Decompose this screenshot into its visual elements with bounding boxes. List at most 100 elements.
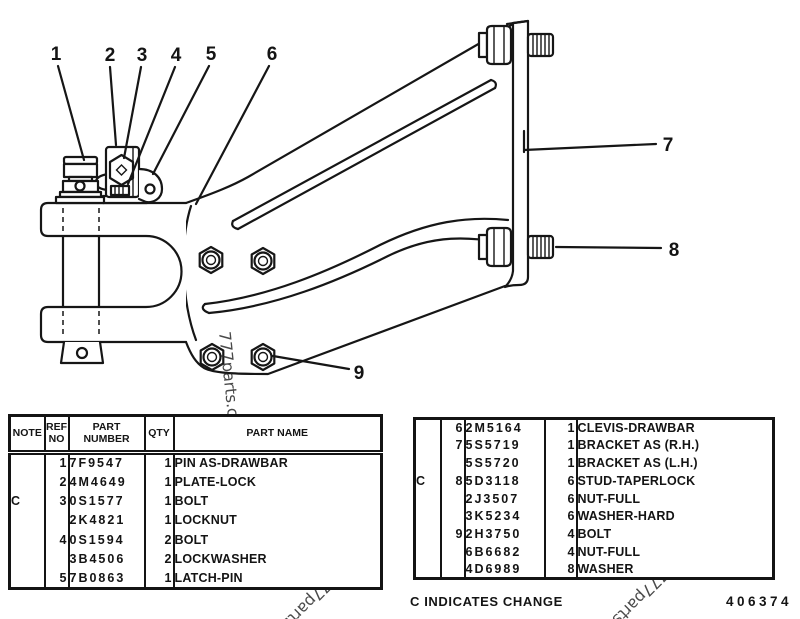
col-header-ref: REF NO xyxy=(43,415,69,455)
cell-part-name: BOLT xyxy=(575,525,774,544)
cell-qty: 1 xyxy=(543,436,577,455)
cell-qty: 1 xyxy=(143,471,174,492)
table-row: 3K5234 6 WASHER-HARD xyxy=(415,507,774,526)
callout-6: 6 xyxy=(267,44,278,65)
cell-note xyxy=(10,569,45,588)
table-row: 7 5S5719 1 BRACKET AS (R.H.) xyxy=(415,436,774,455)
callout-2: 2 xyxy=(105,45,116,66)
cell-part-number: 7F9547 xyxy=(67,452,145,472)
callout-7: 7 xyxy=(663,135,674,156)
change-note: C INDICATES CHANGE xyxy=(410,594,563,609)
callout-8: 8 xyxy=(669,240,680,261)
leader-line-9 xyxy=(271,354,351,371)
cell-ref-no xyxy=(439,454,465,472)
cell-qty: 1 xyxy=(143,568,174,589)
cell-note: C xyxy=(416,473,426,488)
table-row: 2K4821 1 LOCKNUT xyxy=(10,510,382,531)
cell-ref-no xyxy=(43,510,69,531)
leader-lines xyxy=(56,64,663,371)
cell-note xyxy=(10,472,45,491)
cell-qty: 1 xyxy=(143,491,174,511)
callout-4: 4 xyxy=(171,45,182,66)
cell-ref-no: 3 xyxy=(43,491,69,511)
cell-ref-no: 1 xyxy=(43,452,69,472)
table-row: C 3 0S1577 1 BOLT xyxy=(10,491,382,511)
cell-ref-no xyxy=(439,507,465,526)
cell-note xyxy=(415,525,441,543)
leader-line-2 xyxy=(108,65,118,147)
cell-part-number: 4D6989 xyxy=(463,560,545,579)
cell-part-name: STUD-TAPERLOCK xyxy=(575,471,774,490)
table-row: 9 2H3750 4 BOLT xyxy=(415,525,774,544)
callout-3: 3 xyxy=(137,45,148,66)
leader-line-7 xyxy=(522,129,658,154)
cell-ref-no xyxy=(439,560,465,579)
table-row: 4D6989 8 WASHER xyxy=(415,560,774,579)
col-header-qty: QTY xyxy=(143,415,174,455)
cell-note xyxy=(415,436,441,454)
left-parts-table: NOTE REF NO PART NUMBER QTY PART NAME 1 … xyxy=(8,414,383,590)
cell-part-number: 2J3507 xyxy=(463,489,545,508)
callout-9: 9 xyxy=(354,363,365,384)
cell-part-name: LOCKWASHER xyxy=(172,549,382,569)
latch-pin-assembly xyxy=(54,145,164,205)
mounting-plate xyxy=(503,19,530,289)
cell-qty: 1 xyxy=(543,418,577,437)
cell-qty: 4 xyxy=(543,525,577,544)
leader-line-1 xyxy=(56,64,86,162)
cell-qty: 2 xyxy=(143,530,174,550)
callout-labels: 1 2 3 4 5 6 7 8 9 xyxy=(51,44,680,384)
cell-part-number: 2M5164 xyxy=(463,418,545,437)
cell-note xyxy=(415,490,441,508)
table-row: 2J3507 6 NUT-FULL xyxy=(415,489,774,508)
leader-line-4 xyxy=(126,65,177,186)
cell-part-name: LOCKNUT xyxy=(172,510,382,531)
table-row: 1 7F9547 1 PIN AS-DRAWBAR xyxy=(10,452,382,472)
cell-ref-no: 7 xyxy=(439,436,465,455)
bracket-body xyxy=(182,22,515,376)
hex-bolt xyxy=(250,342,276,372)
cell-part-number: 3K5234 xyxy=(463,507,545,526)
cell-part-name: PLATE-LOCK xyxy=(172,471,382,492)
col-header-part-name: PART NAME xyxy=(172,415,382,455)
cell-ref-no: 9 xyxy=(439,525,465,544)
stud-nut-upper xyxy=(477,24,555,66)
right-parts-table: 6 2M5164 1 CLEVIS-DRAWBAR 7 5S5719 1 BRA… xyxy=(413,417,775,581)
cell-part-name: BOLT xyxy=(172,491,382,511)
face-bolts xyxy=(198,245,276,372)
cell-part-number: 2K4821 xyxy=(67,510,145,531)
cell-part-number: 5S5719 xyxy=(463,436,545,455)
cell-note xyxy=(415,561,441,579)
hex-bolt xyxy=(250,246,276,276)
table-header-row: NOTE REF NO PART NUMBER QTY PART NAME xyxy=(9,415,382,455)
table-row: 5 7B0863 1 LATCH-PIN xyxy=(10,568,382,589)
cell-part-name: BRACKET AS (L.H.) xyxy=(575,454,774,472)
hex-bolt xyxy=(198,245,224,275)
cell-ref-no xyxy=(439,489,465,508)
table-row: 2 4M4649 1 PLATE-LOCK xyxy=(10,471,382,492)
callout-1: 1 xyxy=(51,44,62,65)
cell-note: C xyxy=(11,493,21,508)
cell-qty: 4 xyxy=(543,543,577,561)
hex-bolt xyxy=(199,342,225,372)
cell-part-name: LATCH-PIN xyxy=(172,568,382,589)
cell-part-number: 7B0863 xyxy=(67,568,145,589)
cell-qty: 6 xyxy=(543,507,577,526)
cell-ref-no xyxy=(43,549,69,569)
cell-ref-no: 5 xyxy=(43,568,69,589)
cell-ref-no: 8 xyxy=(439,471,465,490)
cell-qty: 6 xyxy=(543,471,577,490)
cell-note xyxy=(415,543,441,561)
table-row: 6B6682 4 NUT-FULL xyxy=(415,543,774,561)
cell-qty: 1 xyxy=(543,454,577,472)
cell-part-number: 4M4649 xyxy=(67,471,145,492)
cell-part-number: 0S1577 xyxy=(67,491,145,511)
col-header-note: NOTE xyxy=(9,415,45,455)
table-row: 6 2M5164 1 CLEVIS-DRAWBAR xyxy=(415,418,774,437)
table-row: 5S5720 1 BRACKET AS (L.H.) xyxy=(415,454,774,472)
cell-ref-no xyxy=(439,543,465,561)
cell-part-number: 0S1594 xyxy=(67,530,145,550)
leader-line-8 xyxy=(554,245,663,250)
cell-ref-no: 2 xyxy=(43,471,69,492)
